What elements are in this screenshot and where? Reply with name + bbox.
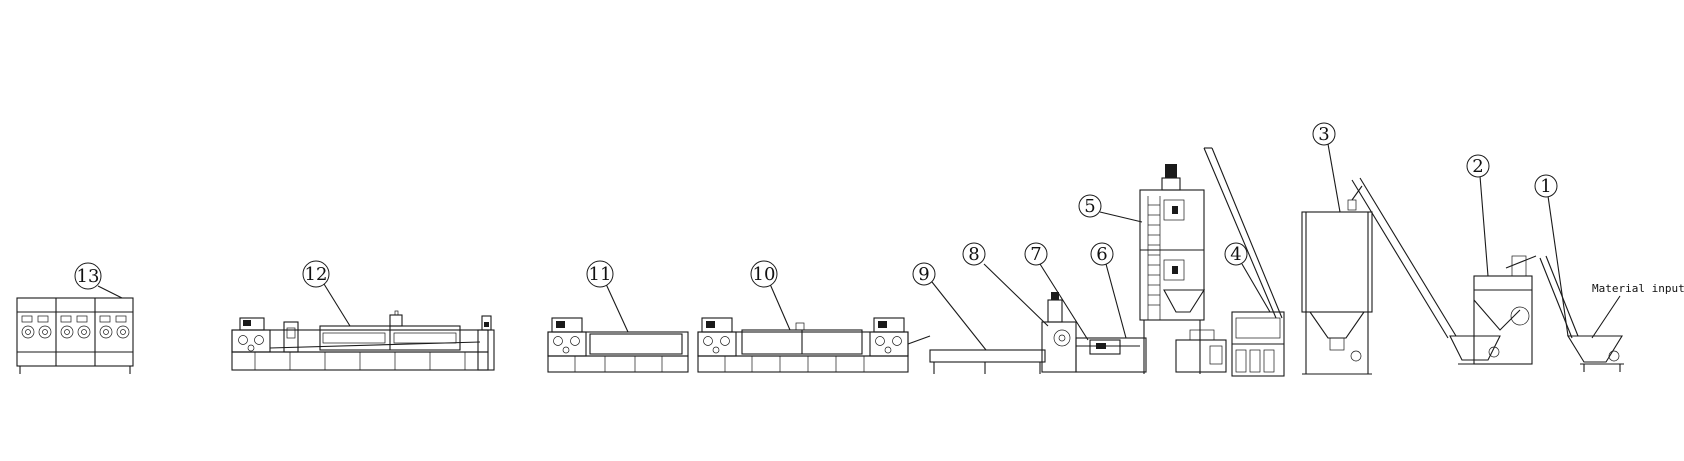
callout-2-label: 2 (1472, 156, 1483, 177)
machine-7-extruder (1075, 337, 1147, 373)
callout-5: 5 (1078, 194, 1102, 218)
callout-9: 9 (912, 262, 936, 286)
machine-6-dosing-unit (1175, 329, 1227, 373)
callout-13-label: 13 (77, 266, 100, 287)
callout-12-label: 12 (305, 264, 328, 285)
callout-4-label: 4 (1230, 244, 1241, 265)
callout-5-label: 5 (1084, 196, 1095, 217)
material-input-label: Material input (1592, 282, 1684, 295)
machine-2-crusher (1449, 255, 1537, 365)
machine-4-control-cabinet (1231, 311, 1285, 377)
callout-8-label: 8 (968, 244, 979, 265)
screw-conveyor-1 (1539, 255, 1579, 339)
callout-7-label: 7 (1030, 244, 1041, 265)
machine-11-stretching-oven (547, 317, 689, 373)
callout-13: 13 (74, 262, 102, 290)
screw-conveyor-4 (1203, 147, 1283, 319)
callout-4: 4 (1224, 242, 1248, 266)
callout-10: 10 (750, 260, 778, 288)
machine-3-mixing-silo (1301, 211, 1373, 375)
callout-7: 7 (1024, 242, 1048, 266)
callout-11-label: 11 (589, 264, 612, 285)
callout-8: 8 (962, 242, 986, 266)
callout-10-label: 10 (753, 264, 776, 285)
callout-9-label: 9 (918, 264, 929, 285)
callout-6-label: 6 (1096, 244, 1107, 265)
screw-conveyor-3 (1347, 177, 1457, 339)
machine-10-stretching-oven (697, 317, 931, 373)
callout-3-label: 3 (1318, 124, 1329, 145)
callout-1: 1 (1534, 174, 1558, 198)
callout-leaders (97, 143, 1621, 351)
callout-2: 2 (1466, 154, 1490, 178)
machine-8-die-head (1041, 292, 1077, 373)
callout-6: 6 (1090, 242, 1114, 266)
callout-3: 3 (1312, 122, 1336, 146)
machine-9-water-tank (929, 349, 1046, 374)
callout-11: 11 (586, 260, 614, 288)
machine-5-dryer-tower (1139, 164, 1206, 374)
callout-12: 12 (302, 260, 330, 288)
callout-1-label: 1 (1540, 176, 1551, 197)
machine-12-oven-line (231, 310, 495, 371)
machine-13-winder (16, 297, 134, 374)
machine-1-feed-hopper (1567, 335, 1624, 372)
